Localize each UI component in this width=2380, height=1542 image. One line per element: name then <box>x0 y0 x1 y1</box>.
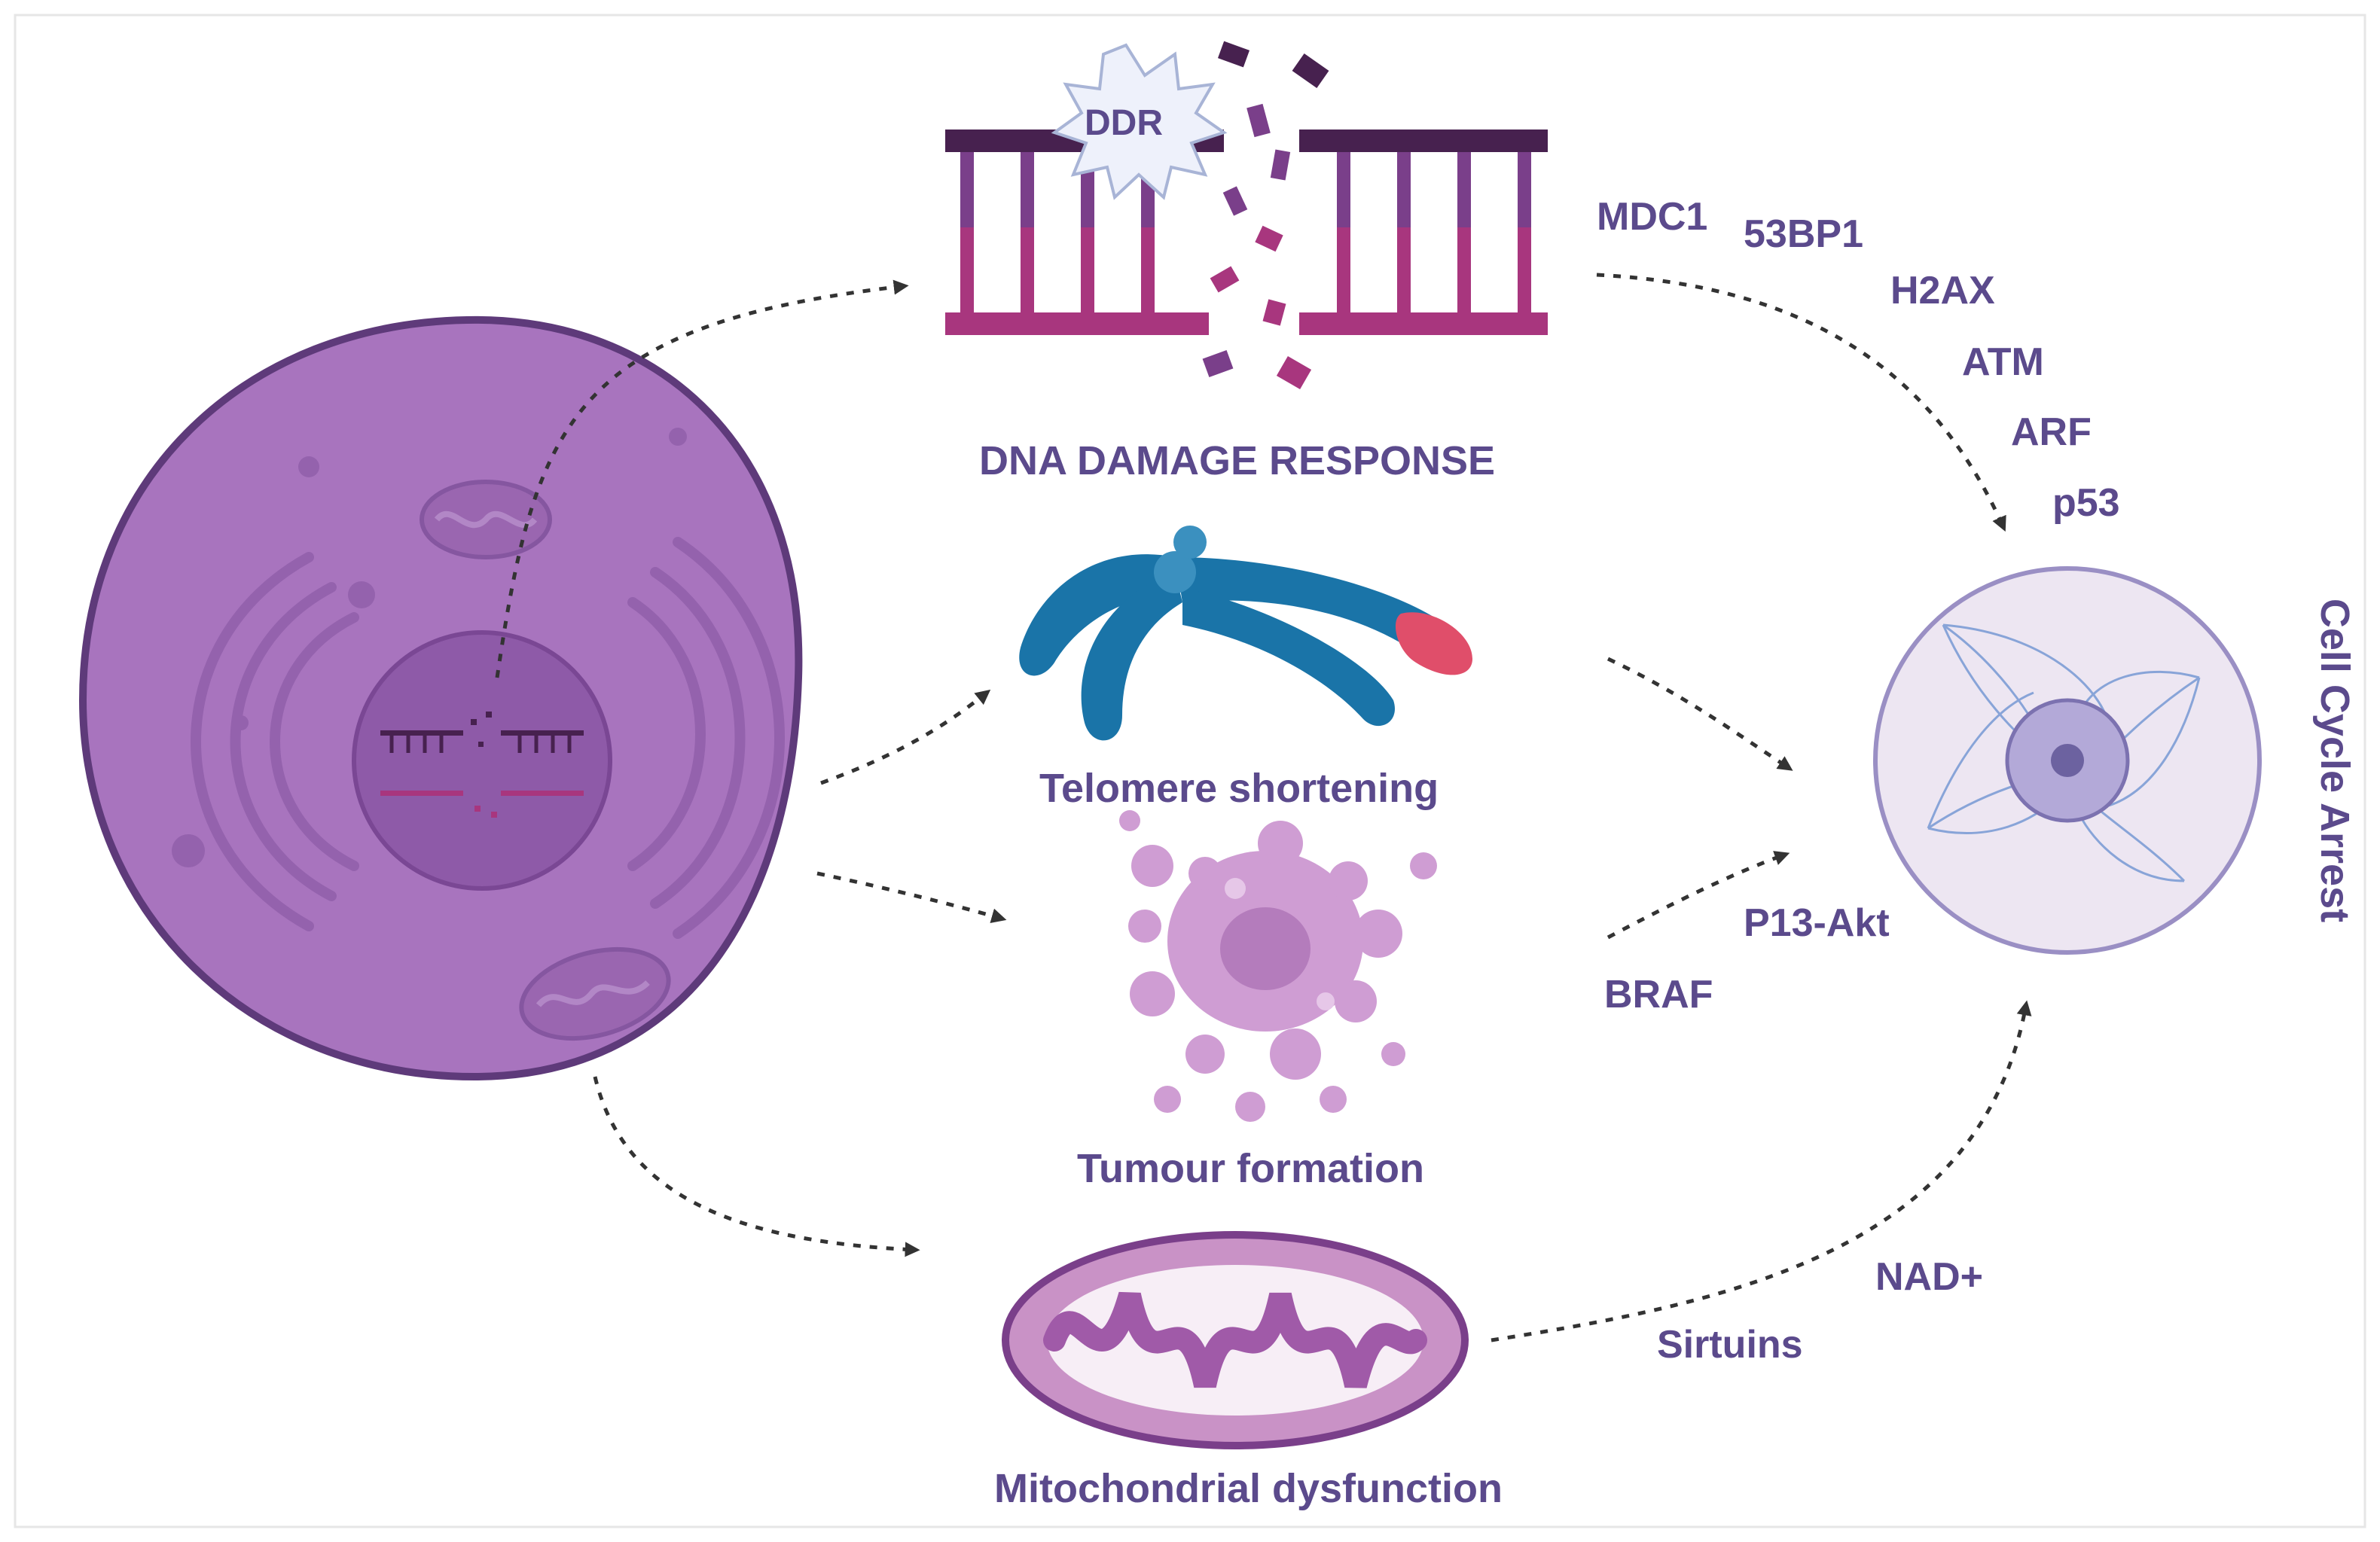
cell-mitochondrion-top <box>420 480 552 559</box>
figure-frame <box>14 14 2366 1528</box>
er-membranes <box>191 537 785 939</box>
marker-nad: NAD+ <box>1875 1255 1984 1299</box>
marker-arf: ARF <box>2011 410 2092 454</box>
dna-damage-response-title: DNA DAMAGE RESPONSE <box>979 438 1496 483</box>
dna-damage-illustration <box>945 41 1548 389</box>
cell-mitochondrion-bottom <box>519 946 671 1041</box>
arrow-cell-to-tumour <box>816 871 1007 923</box>
telomere-shortening-title: Telomere shortening <box>1039 766 1439 811</box>
centromere <box>1154 551 1196 593</box>
marker-p53: p53 <box>2052 481 2120 525</box>
marker-braf: BRAF <box>1604 973 1713 1016</box>
cell-cycle-arrest-title: Cell Cycle Arrest <box>2312 598 2357 923</box>
tumour-illustration <box>1119 810 1437 1122</box>
marker-mdc1: MDC1 <box>1597 195 1708 239</box>
marker-sirtuins: Sirtuins <box>1657 1323 1803 1367</box>
chromosome-illustration <box>1019 526 1472 741</box>
marker-53bp1: 53BP1 <box>1744 212 1863 256</box>
arrow-telomere-to-arrest <box>1606 657 1793 771</box>
pathway-arrows <box>495 273 2032 1342</box>
marker-h2ax: H2AX <box>1890 269 1995 312</box>
mitochondrial-dysfunction-title: Mitochondrial dysfunction <box>994 1466 1503 1511</box>
arrow-cell-to-mito <box>593 1076 920 1257</box>
dna-right-rungs <box>1337 152 1531 312</box>
marker-atm: ATM <box>1962 340 2044 384</box>
mitochondrion-illustration <box>1002 1231 1469 1449</box>
dna-fragments <box>1202 41 1329 389</box>
marker-p13-akt: P13-Akt <box>1744 901 1890 945</box>
arrow-cell-to-telomere <box>820 689 991 785</box>
tumour-formation-title: Tumour formation <box>1077 1146 1424 1191</box>
arrow-tumour-to-arrest <box>1606 851 1790 940</box>
senescent-cell <box>78 315 803 1081</box>
arrested-cell-illustration <box>1873 566 2262 955</box>
arrow-nucleus-to-ddr <box>495 279 909 678</box>
nucleus <box>352 630 612 891</box>
nucleus-dna <box>380 712 584 818</box>
arrow-mito-to-arrest <box>1491 1000 2032 1342</box>
ddr-burst-label: DDR <box>1085 103 1163 143</box>
arrow-ddr-to-arrest <box>1596 273 2006 532</box>
ddr-burst-icon <box>1051 43 1228 200</box>
